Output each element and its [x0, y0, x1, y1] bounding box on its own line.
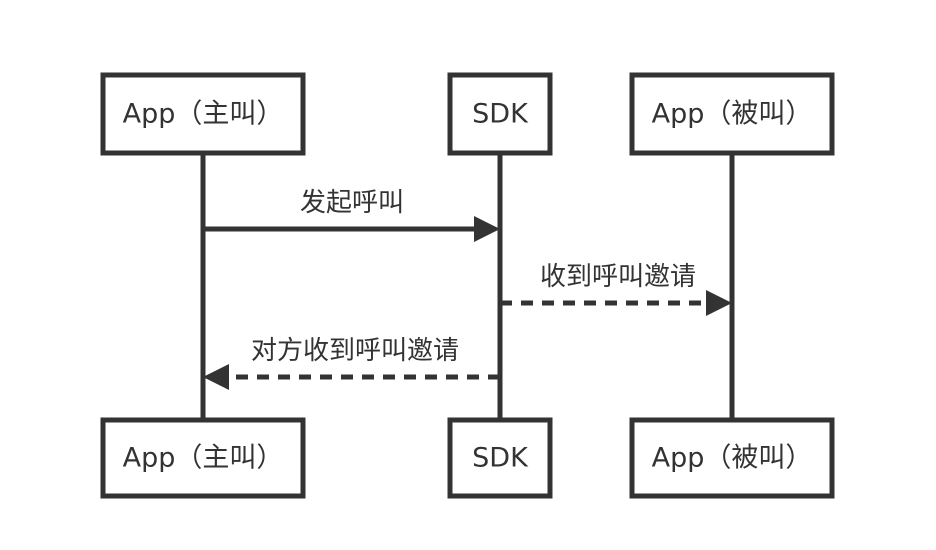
participant-label-caller-bottom: App（主叫） — [123, 443, 284, 474]
message-peer-received-invite[interactable]: 对方收到呼叫邀请 — [203, 336, 500, 390]
participant-box-callee-bottom[interactable] — [629, 417, 835, 499]
participant-sdk-bottom[interactable]: SDK — [447, 417, 553, 499]
message-received-invite[interactable]: 收到呼叫邀请 — [500, 262, 732, 316]
arrowhead-right-icon — [474, 216, 500, 242]
participant-box-caller-top[interactable] — [100, 72, 306, 156]
participant-label-callee-bottom: App（被叫） — [652, 443, 813, 474]
message-label-peer-received-invite: 对方收到呼叫邀请 — [251, 336, 459, 366]
participant-caller-top[interactable]: App（主叫） — [100, 72, 306, 156]
participant-callee-bottom[interactable]: App（被叫） — [629, 417, 835, 499]
participant-label-sdk-top: SDK — [472, 99, 529, 130]
participant-box-sdk-bottom[interactable] — [447, 417, 553, 499]
participant-caller-bottom[interactable]: App（主叫） — [100, 417, 306, 499]
bottom-participants-group: App（主叫） SDK App（被叫） — [100, 417, 835, 499]
message-label-initiate-call: 发起呼叫 — [300, 188, 404, 218]
message-label-received-invite: 收到呼叫邀请 — [540, 262, 696, 292]
participant-label-sdk-bottom: SDK — [472, 443, 529, 474]
arrowhead-left-icon — [203, 364, 229, 390]
participant-box-caller-bottom[interactable] — [100, 417, 306, 499]
participant-callee-top[interactable]: App（被叫） — [629, 72, 835, 156]
participant-box-sdk-top[interactable] — [447, 72, 553, 156]
message-initiate-call[interactable]: 发起呼叫 — [203, 188, 500, 242]
participant-box-callee-top[interactable] — [629, 72, 835, 156]
participant-sdk-top[interactable]: SDK — [447, 72, 553, 156]
arrowhead-right-icon — [706, 290, 732, 316]
participant-label-caller-top: App（主叫） — [123, 99, 284, 130]
top-participants-group: App（主叫） SDK App（被叫） — [100, 72, 835, 156]
participant-label-callee-top: App（被叫） — [652, 99, 813, 130]
